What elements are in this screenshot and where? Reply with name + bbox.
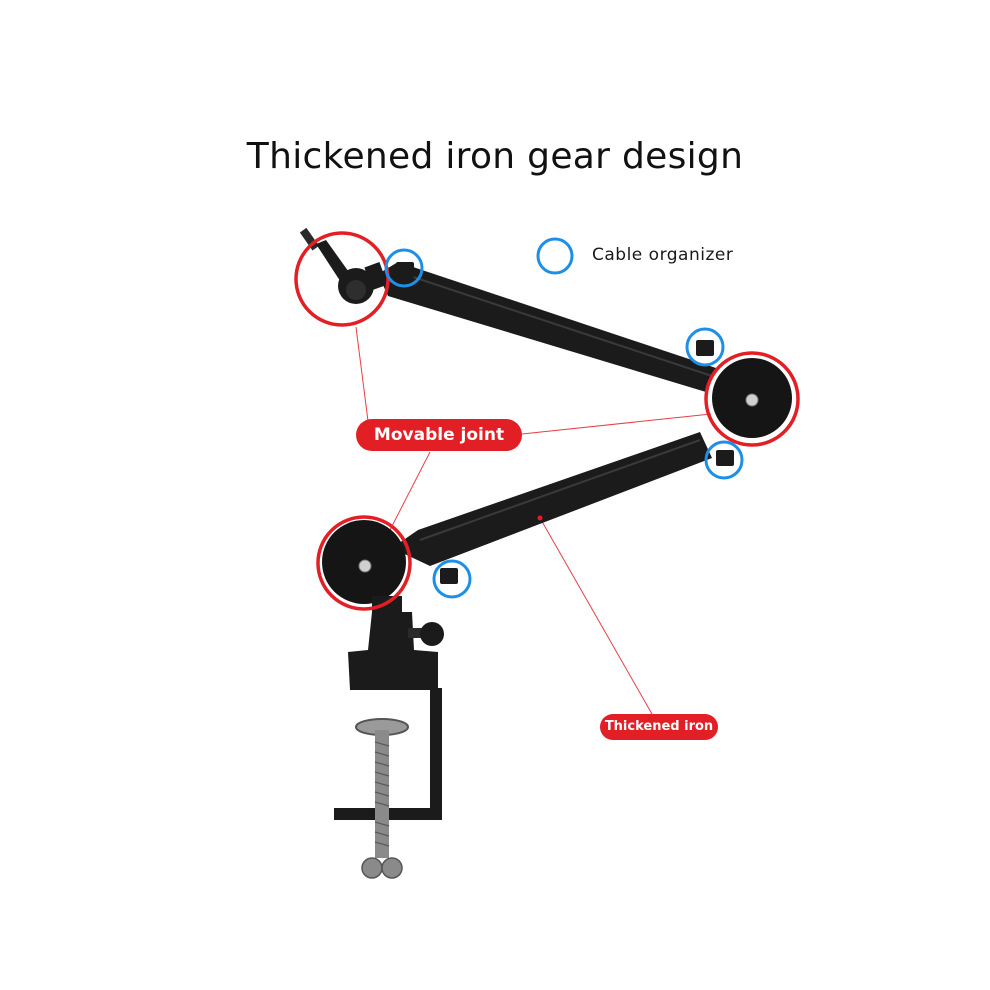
clamp-block: [348, 612, 438, 690]
mount-knob-inner: [346, 280, 366, 300]
cable-highlight-circle: [384, 248, 424, 288]
upper-arm: [378, 262, 716, 392]
leader-line-bottom-joint: [389, 451, 431, 531]
leader-line-right-joint: [521, 413, 712, 435]
tension-knob: [420, 622, 444, 646]
mount-collar: [364, 261, 388, 291]
cable-highlight-circle: [432, 559, 472, 599]
legend-marker-icon: [536, 237, 574, 275]
cable-organizer-label: Cable organizer: [592, 245, 734, 265]
top-mount: [299, 227, 388, 304]
leader-line-top-joint: [355, 326, 369, 422]
page-title: Thickened iron gear design: [246, 136, 744, 177]
leader-lines: [355, 326, 712, 715]
elbow-joint-bolt: [745, 393, 759, 407]
cable-clip-icon: [440, 568, 458, 584]
clamp-screw-end-left: [361, 857, 383, 879]
bottom-joint-neck: [372, 596, 402, 618]
cable-highlight-circle: [685, 327, 725, 367]
thickened-iron-callout: Thickened iron: [600, 714, 718, 740]
bottom-joint-bolt: [358, 559, 372, 573]
clamp-frame: [334, 688, 442, 820]
leader-line-iron: [539, 517, 653, 715]
clamp-screw-thread: [374, 741, 390, 847]
tension-knob-stem: [408, 628, 426, 638]
cable-highlight-circle: [704, 440, 744, 480]
clamp-screw-end-right: [381, 857, 403, 879]
cable-clips: [396, 262, 734, 584]
upper-arm-highlight: [397, 271, 713, 377]
iron-marker-dot: [537, 515, 543, 521]
cable-clip-icon: [716, 450, 734, 466]
lower-arm-highlight: [419, 439, 701, 541]
mount-screw: [299, 227, 320, 251]
cable-clip-icon: [696, 340, 714, 356]
desk-clamp: [334, 612, 444, 879]
joint-highlight-circle-right: [704, 351, 800, 447]
lower-arm: [392, 432, 712, 566]
cable-highlights: [384, 237, 744, 599]
movable-joint-callout: Movable joint: [356, 419, 522, 451]
cable-clip-icon: [396, 262, 414, 278]
joint-highlight-circle-bottom: [316, 515, 412, 611]
